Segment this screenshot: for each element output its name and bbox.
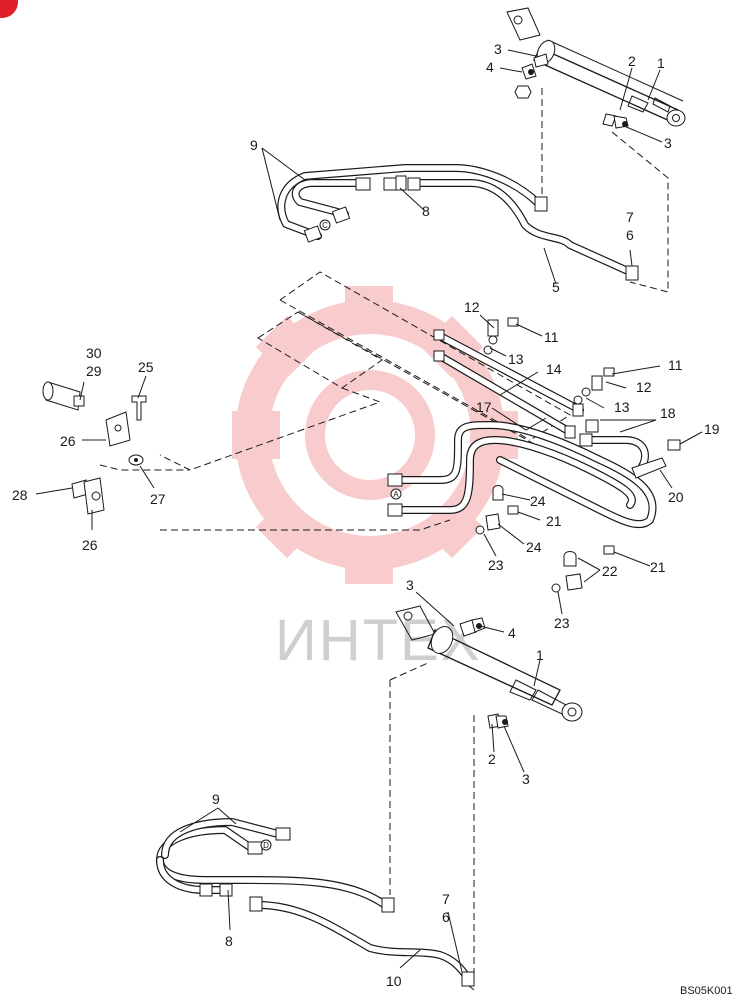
connection-marker-c-upper: C — [322, 221, 328, 230]
upper-cylinder — [506, 7, 686, 129]
callout-17: 17 — [476, 399, 492, 415]
loop-pipes-18 — [387, 419, 657, 529]
clamp-set-lower — [475, 485, 615, 593]
callout-23-upper: 23 — [488, 557, 504, 573]
callout-21-upper: 21 — [546, 513, 562, 529]
callout-14: 14 — [546, 361, 562, 377]
corner-marker — [0, 0, 18, 18]
callout-13-upper: 13 — [508, 351, 524, 367]
callout-4-lower: 4 — [508, 625, 516, 641]
callout-3-lower-right: 3 — [522, 771, 530, 787]
callout-26-lower: 26 — [82, 537, 98, 553]
lower-cylinder — [395, 605, 583, 729]
lower-pipe-group — [156, 818, 475, 987]
callout-7-lower: 7 — [442, 891, 450, 907]
callout-28: 28 — [12, 487, 28, 503]
callout-23-lower: 23 — [554, 615, 570, 631]
callout-1-top: 1 — [657, 55, 665, 71]
straight-pipes-14 — [433, 329, 584, 439]
callout-29: 29 — [86, 363, 102, 379]
callout-19: 19 — [704, 421, 720, 437]
callout-25: 25 — [138, 359, 154, 375]
callout-5: 5 — [552, 279, 560, 295]
callout-3-lower-left: 3 — [406, 577, 414, 593]
clamp-set-upper — [483, 317, 615, 405]
callout-11-right: 11 — [668, 357, 683, 373]
callout-2-lower: 2 — [488, 751, 496, 767]
upper-pipe-group — [277, 164, 639, 281]
connection-marker-a: A — [393, 490, 399, 499]
callout-26-upper: 26 — [60, 433, 76, 449]
callout-9-lower: 9 — [212, 791, 220, 807]
leader-lines — [35, 49, 703, 973]
callout-7-top: 7 — [626, 209, 634, 225]
callout-24-upper: 24 — [530, 493, 546, 509]
callout-6-top: 6 — [626, 227, 634, 243]
callout-6-lower: 6 — [442, 909, 450, 925]
left-sensor-components — [42, 381, 147, 515]
callout-12-right: 12 — [636, 379, 652, 395]
drawing-code: BS05K001 — [680, 985, 733, 997]
callout-24-lower: 24 — [526, 539, 542, 555]
callout-1-lower: 1 — [536, 647, 544, 663]
callout-3-top-right: 3 — [664, 135, 672, 151]
callout-18: 18 — [660, 405, 676, 421]
callout-3-top-left: 3 — [494, 41, 502, 57]
callout-20: 20 — [668, 489, 684, 505]
watermark-gear-logo — [232, 286, 518, 584]
callout-21-right: 21 — [650, 559, 666, 575]
callout-8-top: 8 — [422, 203, 430, 219]
callout-22: 22 — [602, 563, 618, 579]
connection-marker-d: D — [263, 841, 269, 850]
callout-27: 27 — [150, 491, 166, 507]
callout-4-top: 4 — [486, 59, 494, 75]
callout-2-top: 2 — [628, 53, 636, 69]
callout-12-upper: 12 — [464, 299, 480, 315]
callout-11-upper: 11 — [544, 329, 559, 345]
callout-9-top: 9 — [250, 137, 258, 153]
callout-8-lower: 8 — [225, 933, 233, 949]
callout-10: 10 — [386, 973, 402, 989]
callout-13-right: 13 — [614, 399, 630, 415]
callout-30: 30 — [86, 345, 102, 361]
